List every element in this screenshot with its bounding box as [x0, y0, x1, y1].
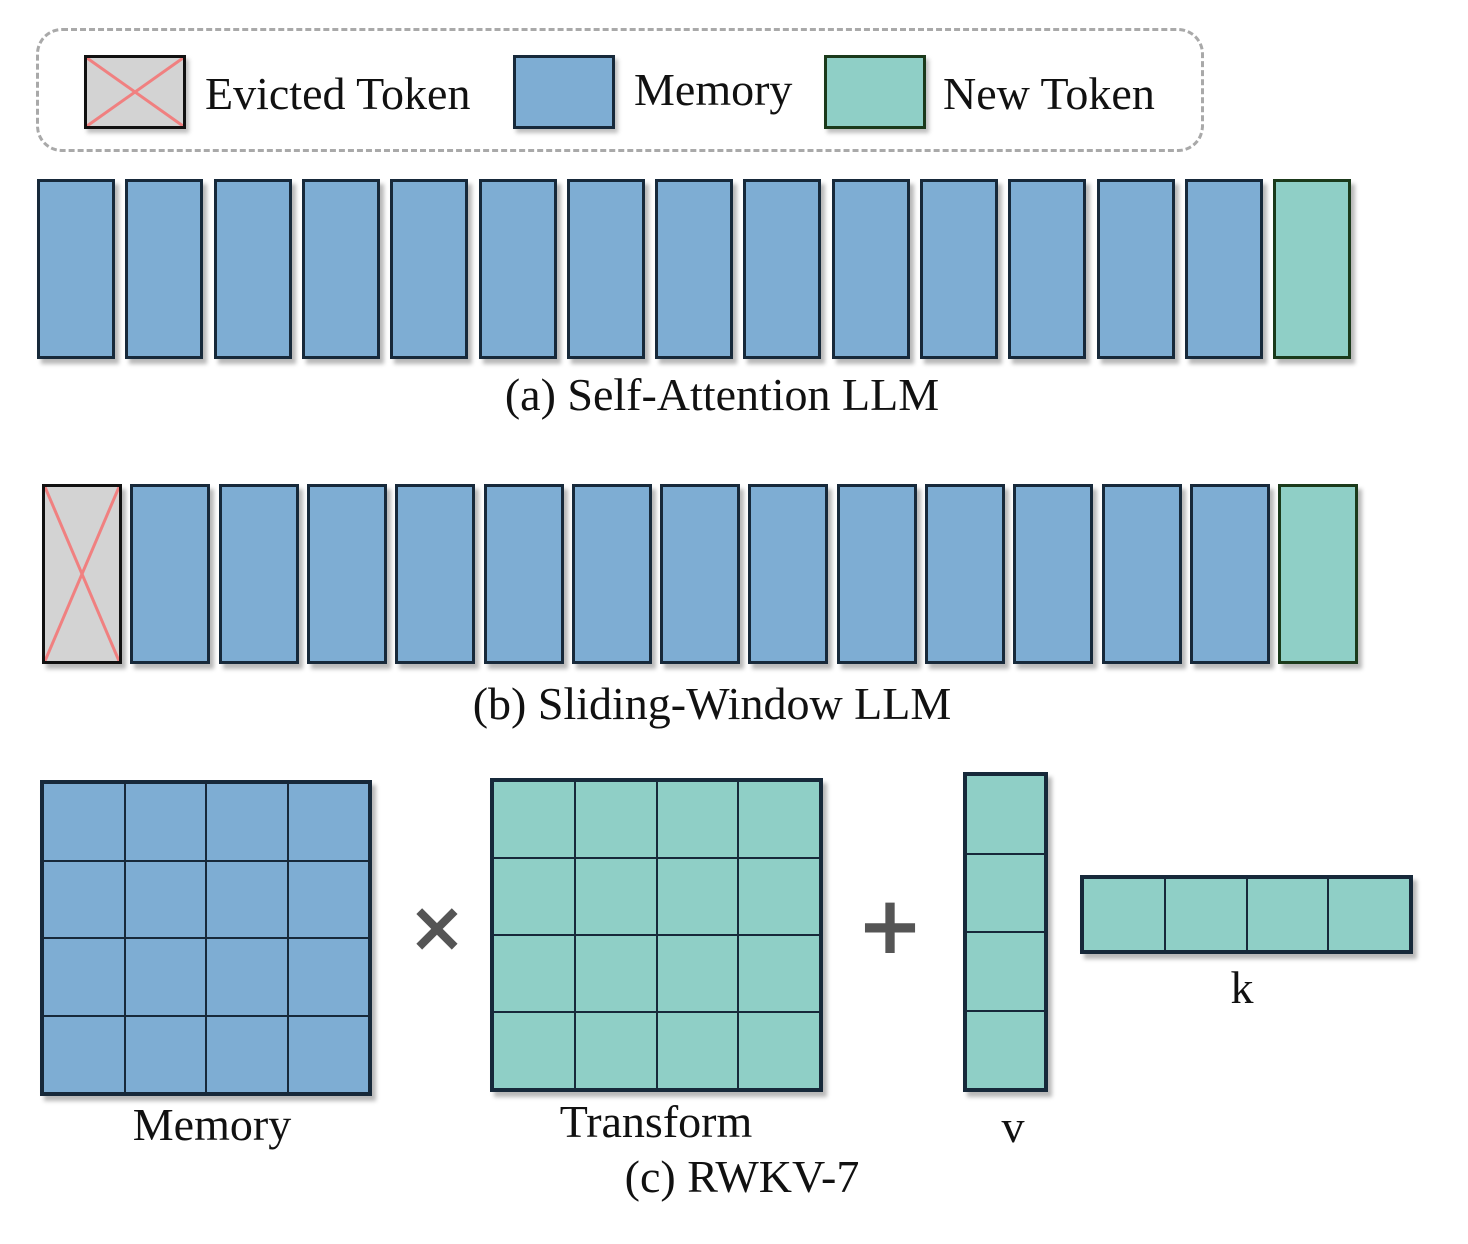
v-vector-cell: [966, 775, 1045, 854]
memory-matrix-cell: [43, 1015, 125, 1093]
times-icon: ×: [407, 886, 467, 968]
memory-token: [655, 179, 734, 359]
memory-matrix-label: Memory: [132, 1099, 292, 1150]
k-vector-cell: [1083, 878, 1165, 951]
memory-token: [218, 484, 299, 664]
transform-matrix-cell: [493, 858, 575, 935]
sliding-window-caption: (b) Sliding-Window LLM: [472, 678, 952, 729]
legend: [36, 28, 1204, 152]
memory-token: [920, 179, 998, 359]
memory-matrix-cell: [206, 783, 288, 861]
memory-token: [1101, 484, 1182, 664]
transform-matrix-cell: [656, 935, 739, 1012]
memory-matrix-cell: [206, 938, 288, 1016]
memory-token: [748, 484, 829, 664]
memory-matrix-cell: [287, 938, 369, 1016]
evicted-token-label: Evicted Token: [205, 68, 471, 119]
self-attention-caption: (a) Self-Attention LLM: [504, 369, 940, 420]
memory-token: [660, 484, 741, 664]
new-token-label: New Token: [943, 68, 1155, 119]
memory-token: [836, 484, 917, 664]
memory-token: [483, 484, 564, 664]
memory-token: [478, 179, 557, 359]
evicted-token-swatch: [84, 55, 186, 129]
evicted-token: [42, 484, 122, 664]
memory-matrix-cell: [124, 938, 206, 1016]
transform-matrix-cell: [493, 935, 575, 1012]
new-token-swatch: [824, 55, 926, 129]
k-vector: [1080, 875, 1413, 954]
memory-token: [831, 179, 910, 359]
transform-matrix-cell: [493, 1012, 575, 1089]
transform-matrix-cell: [738, 935, 820, 1012]
sliding-window-token-row: [42, 484, 1359, 664]
memory-matrix-cell: [124, 783, 206, 861]
v-label: v: [1001, 1101, 1025, 1152]
memory-matrix-cell: [124, 1015, 206, 1093]
memory-matrix-cell: [206, 1015, 288, 1093]
memory-token: [125, 179, 204, 359]
memory-token: [37, 179, 115, 359]
memory-token: [1096, 179, 1175, 359]
memory-token: [1184, 179, 1263, 359]
transform-matrix: [490, 778, 823, 1092]
new-token: [1273, 179, 1352, 359]
transform-matrix-cell: [738, 1012, 820, 1089]
memory-matrix-cell: [287, 1015, 369, 1093]
memory-matrix-cell: [287, 860, 369, 938]
transform-matrix-label: Transform: [559, 1096, 753, 1147]
v-vector-cell: [966, 853, 1045, 932]
memory-matrix-cell: [124, 860, 206, 938]
memory-token: [395, 484, 476, 664]
memory-token: [925, 484, 1005, 664]
cross-icon: [45, 487, 119, 661]
k-label: k: [1230, 962, 1254, 1013]
rwkv7-caption: (c) RWKV-7: [624, 1151, 860, 1202]
k-vector-cell: [1246, 878, 1329, 951]
transform-matrix-cell: [656, 858, 739, 935]
memory-token: [301, 179, 380, 359]
memory-matrix-cell: [287, 783, 369, 861]
memory-token: [566, 179, 645, 359]
memory-token: [743, 179, 822, 359]
memory-token: [571, 484, 652, 664]
memory-token: [213, 179, 292, 359]
k-vector-cell: [1164, 878, 1247, 951]
transform-matrix-cell: [656, 1012, 739, 1089]
memory-matrix-cell: [206, 860, 288, 938]
memory-token: [1013, 484, 1094, 664]
transform-matrix-cell: [656, 781, 739, 858]
memory-token: [306, 484, 387, 664]
memory-matrix: [40, 780, 372, 1096]
memory-token: [390, 179, 469, 359]
v-vector-cell: [966, 932, 1045, 1011]
transform-matrix-cell: [738, 781, 820, 858]
v-vector-cell: [966, 1010, 1045, 1089]
cross-icon: [87, 58, 183, 126]
memory-token: [130, 484, 211, 664]
new-token: [1278, 484, 1359, 664]
plus-icon: +: [856, 879, 924, 972]
transform-matrix-cell: [738, 858, 820, 935]
memory-swatch: [513, 55, 615, 129]
memory-token: [1189, 484, 1270, 664]
transform-matrix-cell: [574, 1012, 657, 1089]
memory-matrix-cell: [43, 783, 125, 861]
transform-matrix-cell: [574, 781, 657, 858]
memory-label: Memory: [634, 64, 793, 115]
k-vector-cell: [1328, 878, 1410, 951]
memory-token: [1008, 179, 1087, 359]
memory-matrix-cell: [43, 938, 125, 1016]
v-vector: [963, 772, 1048, 1092]
transform-matrix-cell: [574, 935, 657, 1012]
self-attention-token-row: [0, 0, 1468, 400]
transform-matrix-cell: [574, 858, 657, 935]
transform-matrix-cell: [493, 781, 575, 858]
memory-matrix-cell: [43, 860, 125, 938]
